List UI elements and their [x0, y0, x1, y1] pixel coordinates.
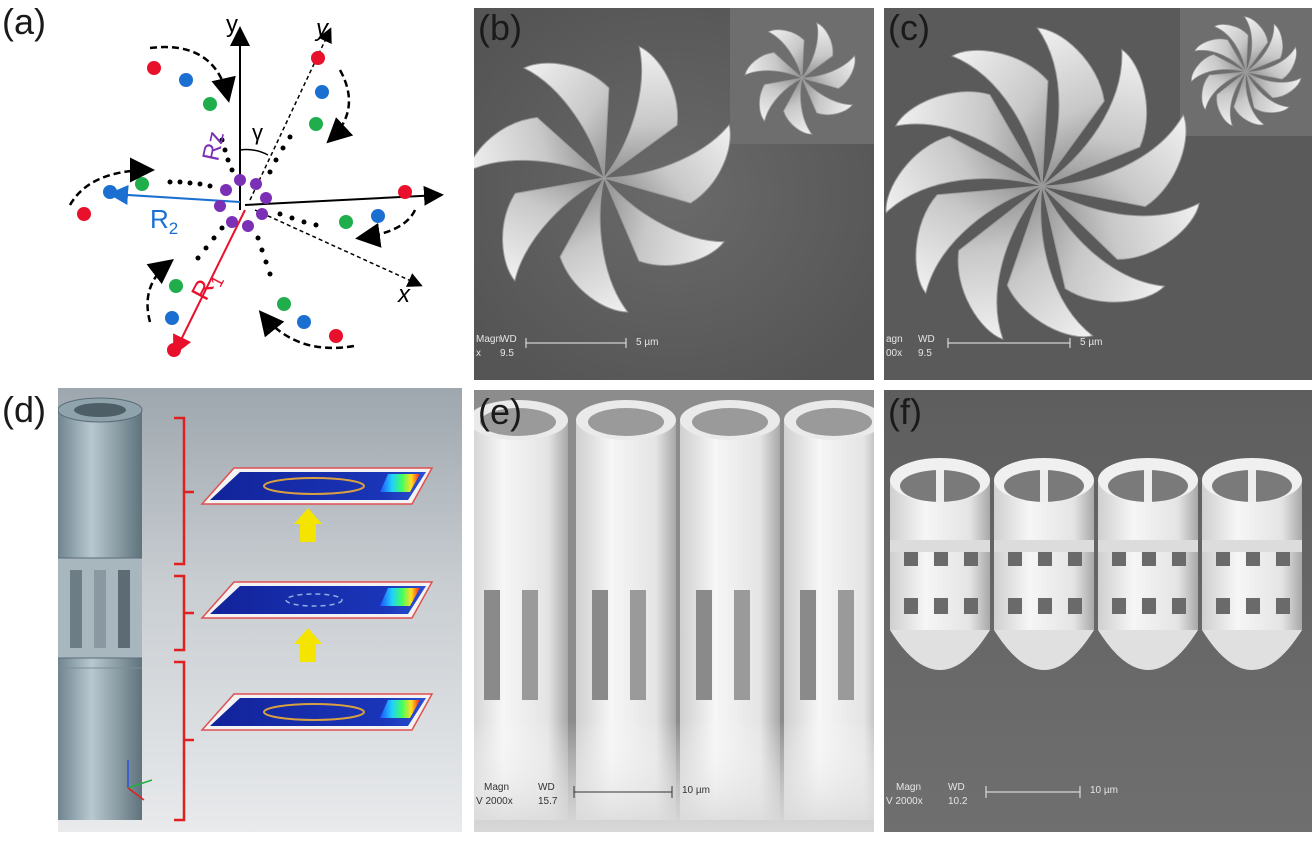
sem-scale-c: 5 µm — [1080, 337, 1103, 348]
pinwheel-c-inset — [1191, 16, 1302, 127]
up-arrow-icon — [294, 628, 322, 662]
panel-a-diagram: y y x γ Rz R2 R1 — [68, 11, 444, 357]
r1-label: R1 — [185, 266, 228, 307]
up-arrow-icon — [294, 508, 322, 542]
pinwheel-c — [885, 27, 1200, 341]
sem-wd-f: WD — [948, 782, 965, 793]
sem-magn-c: agn — [886, 334, 903, 345]
panel-f-sem-image — [884, 390, 1312, 832]
colored-dots — [77, 51, 412, 357]
sem-mag-value-b: x — [476, 348, 481, 359]
dotted-arms — [167, 134, 319, 277]
y-prime-label: y — [314, 15, 330, 42]
sem-wd-e: WD — [538, 782, 555, 793]
sem-mag-value-e: V 2000x — [476, 796, 513, 807]
panel-label-b: (b) — [478, 8, 522, 48]
panel-label-e: (e) — [478, 391, 522, 432]
sem-wd-b: WD — [500, 334, 517, 345]
sem-scale-b: 5 µm — [636, 337, 659, 348]
panel-d-render — [58, 388, 462, 832]
sem-scale-e: 10 µm — [682, 785, 710, 796]
sem-magn-b: Magn — [476, 334, 502, 345]
tube-array-e — [474, 400, 874, 832]
field-plane-bottom — [200, 693, 434, 731]
sem-wd-c: WD — [918, 334, 935, 345]
sem-wd-value-b: 9.5 — [500, 348, 514, 359]
sem-magn-f: Magn — [896, 782, 922, 793]
r1-arrow — [173, 209, 246, 356]
pinwheel-b — [474, 45, 731, 313]
field-plane-top — [200, 467, 434, 505]
panel-e: Magn WD V 2000x 15.7 10 µm (e) — [474, 390, 874, 832]
x-prime-label: x — [397, 281, 411, 308]
x-axis — [244, 185, 444, 206]
panel-a: y y x γ Rz R2 R1 (a) — [0, 0, 460, 380]
sem-wd-value-f: 10.2 — [948, 796, 968, 807]
rotation-arrows — [68, 45, 417, 350]
gamma-label: γ — [252, 120, 263, 145]
field-plane-middle — [200, 581, 434, 619]
r2-label: R2 — [150, 204, 178, 238]
sem-mag-value-f: V 2000x — [886, 796, 923, 807]
brackets — [174, 416, 194, 822]
panel-b-sem-image — [474, 8, 874, 380]
axes-gizmo-icon — [127, 760, 153, 801]
gamma-arc — [239, 148, 269, 156]
tube-model — [58, 397, 143, 820]
sem-wd-value-c: 9.5 — [918, 348, 932, 359]
y-axis-label: y — [226, 11, 238, 38]
pinwheel-b-inset — [744, 22, 856, 135]
rz-label: Rz — [197, 129, 230, 163]
panel-f: Magn WD V 2000x 10.2 10 µm (f) — [884, 390, 1312, 832]
panel-label-a: (a) — [2, 1, 46, 42]
panel-label-f: (f) — [888, 391, 922, 432]
panel-b: Magn WD x 9.5 5 µm (b) — [474, 8, 874, 380]
panel-e-sem-image — [474, 390, 874, 832]
tube-array-f — [890, 458, 1302, 670]
panel-d — [58, 388, 462, 832]
sem-mag-value-c: 00x — [886, 348, 903, 359]
panel-label-c: (c) — [888, 8, 930, 48]
sem-wd-value-e: 15.7 — [538, 796, 558, 807]
panel-c-sem-image — [884, 8, 1312, 380]
inner-ring — [214, 174, 272, 232]
panel-c: agn WD 00x 9.5 5 µm (c) — [884, 8, 1312, 380]
sem-magn-e: Magn — [484, 782, 510, 793]
panel-label-d: (d) — [2, 389, 46, 430]
x-prime-axis — [254, 209, 423, 287]
sem-scale-f: 10 µm — [1090, 785, 1118, 796]
